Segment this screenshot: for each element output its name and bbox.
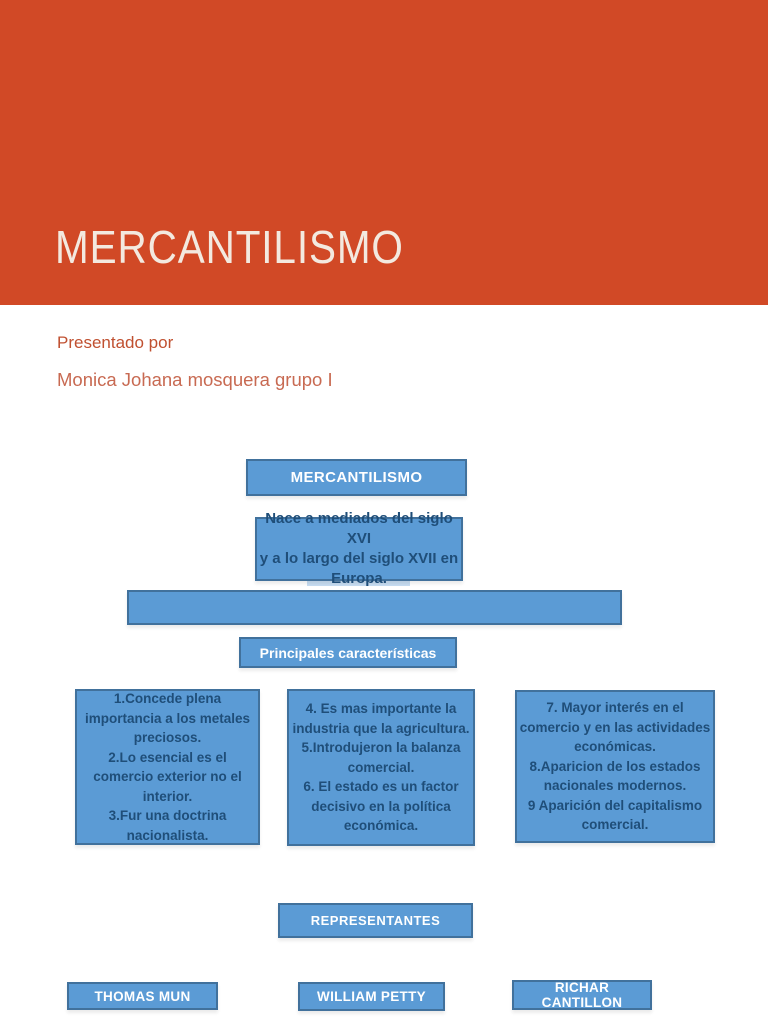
presented-by-label: Presentado por	[57, 333, 174, 352]
diagram-empty-banner	[127, 590, 622, 625]
title-banner: MERCANTILISMO	[0, 0, 768, 305]
diagram-box-representative-thomas-mun: THOMAS MUN	[67, 982, 218, 1010]
slide-title: MERCANTILISMO	[55, 221, 404, 273]
diagram-box-representative-richar-cantillon: RICHAR CANTILLON	[512, 980, 652, 1010]
diagram-box-representatives-header: REPRESENTANTES	[278, 903, 473, 938]
diagram-box-section-header: Principales características	[239, 637, 457, 668]
author-line: Monica Johana mosquera grupo I	[57, 369, 333, 390]
diagram-box-root: MERCANTILISMO	[246, 459, 467, 496]
diagram-box-representative-william-petty: WILLIAM PETTY	[298, 982, 445, 1011]
diagram-box-characteristics-7-9: 7. Mayor interés en el comercio y en las…	[515, 690, 715, 843]
diagram-box-characteristics-4-6: 4. Es mas importante la industria que la…	[287, 689, 475, 846]
diagram-box-origin: Nace a mediados del siglo XVI y a lo lar…	[255, 510, 463, 587]
peek-rectangle	[307, 576, 410, 586]
diagram-box-characteristics-1-3: 1.Concede plena importancia a los metale…	[75, 689, 260, 845]
